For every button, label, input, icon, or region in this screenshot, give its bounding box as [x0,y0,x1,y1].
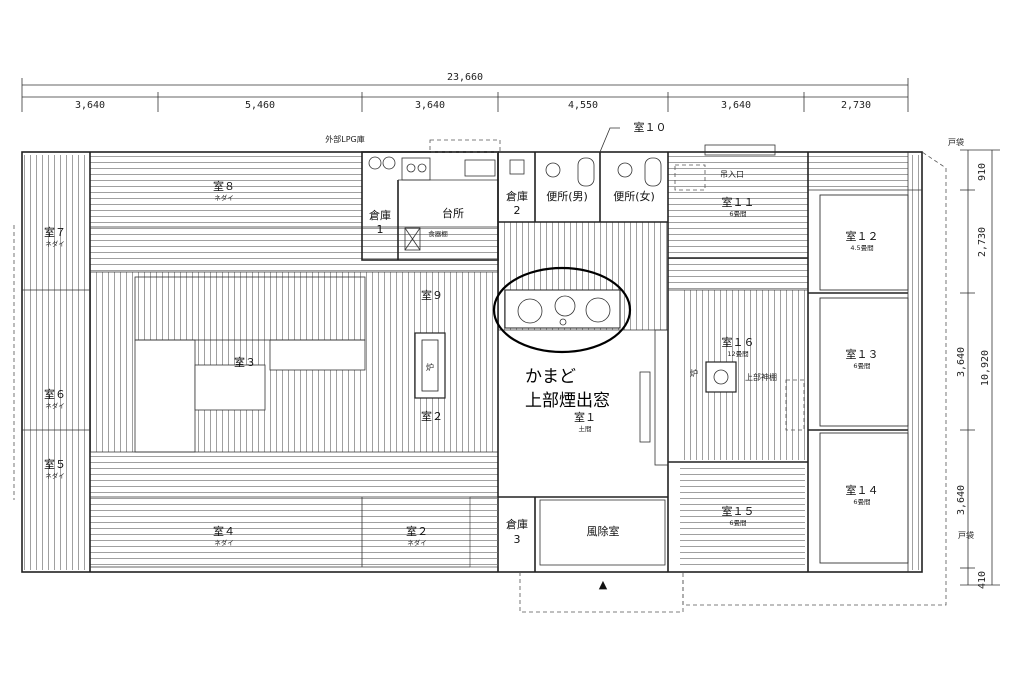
dim-top-4: 4,550 [568,100,598,111]
label-room-11: 室１１ [722,195,755,209]
top-dimensions: 23,660 3,640 5,460 3,640 4,550 3,640 2,7… [21,72,909,112]
label-room-13: 室１３ [846,347,879,361]
label-room-6: 室６ [44,387,66,401]
label-room-1: 室１ [574,410,596,424]
label-dish-cabinet: 食器棚 [428,229,448,238]
annotation: かまど 上部煙出窓 [525,367,610,411]
label-storage-2: 倉庫 [506,189,528,203]
label-hearth-2: 炉 [690,368,698,378]
label-room-6-sub: ネダイ [45,401,65,410]
label-room-2-center: 室２ [421,409,443,423]
label-room-8: 室８ [213,179,235,193]
label-room-12: 室１２ [846,229,879,243]
label-room-4-sub: ネダイ [214,538,234,547]
label-room-12-sub: 4.5畳間 [850,244,873,252]
label-storage-3-num: 3 [514,533,521,546]
walls [21,151,923,573]
label-room-14: 室１４ [846,483,879,497]
kamado-highlight-circle [492,266,632,354]
dim-top-2: 5,460 [245,100,275,111]
room-labels: 室８ ネダイ 室７ ネダイ 室６ ネダイ 室５ ネダイ 室３ 室９ 室２ 室４ … [44,120,974,591]
label-tofukuro-bottom: 戸袋 [958,530,974,540]
floor-hatching [22,155,923,570]
label-room-5: 室５ [44,457,66,471]
label-tofukuro-top: 戸袋 [948,137,964,147]
label-toilet-female: 便所(女) [613,189,655,203]
label-room-2-bottom-sub: ネダイ [407,538,427,547]
label-room-14-sub: 6畳間 [853,498,870,506]
dim-top-3: 3,640 [415,100,445,111]
label-storage-1: 倉庫 [369,208,391,222]
label-room-13-sub: 6畳間 [853,362,870,370]
label-room-9: 室９ [421,288,443,302]
label-storage-3: 倉庫 [506,517,528,531]
fixtures [368,139,776,251]
annotation-line-1: かまど [525,367,576,387]
label-hearth-1: 炉 [426,362,434,372]
entrance-marker: ▲ [599,578,608,591]
label-room-8-sub: ネダイ [214,193,234,202]
label-room-7: 室７ [44,225,66,239]
label-room-16: 室１６ [722,335,755,349]
dim-right-4: 3,640 [956,485,967,515]
label-room-2-bottom: 室２ [406,524,428,538]
label-room-1-sub: 土間 [579,424,592,433]
label-windbreak: 風除室 [587,524,620,538]
label-room-10: 室１０ [634,120,667,134]
right-dimensions: 10,920 910 2,730 3,640 3,640 410 [956,149,1000,589]
label-room-15-sub: 6畳間 [729,519,746,527]
dim-top-1: 3,640 [75,100,105,111]
label-storage-1-num: 1 [377,223,384,236]
dim-right-total: 10,920 [980,350,991,386]
label-room-15: 室１５ [722,504,755,518]
label-storage-2-num: 2 [514,204,521,217]
label-lpg: 外部LPG庫 [325,134,364,144]
label-kitchen: 台所 [442,206,464,220]
inner-panels [134,194,909,564]
dim-total-width: 23,660 [447,72,483,83]
label-room-11-sub: 6畳間 [729,210,746,218]
dim-top-6: 2,730 [841,100,871,111]
annotation-line-2: 上部煙出窓 [525,391,610,411]
dim-right-2: 2,730 [977,227,988,257]
label-room-7-sub: ネダイ [45,239,65,248]
label-tsuri-iriguchi: 吊入口 [720,170,744,179]
dim-right-5: 410 [977,571,988,589]
label-room-16-sub: 12畳間 [727,350,748,358]
label-kamidana: 上部神棚 [745,372,777,382]
dim-right-1: 910 [977,163,988,181]
label-room-5-sub: ネダイ [45,471,65,480]
label-toilet-male: 便所(男) [546,190,588,203]
dim-right-3: 3,640 [956,347,967,377]
dim-top-5: 3,640 [721,100,751,111]
label-room-4: 室４ [213,524,235,538]
label-room-3: 室３ [234,355,256,369]
exterior-dashes [13,151,947,613]
kamado [492,266,632,354]
